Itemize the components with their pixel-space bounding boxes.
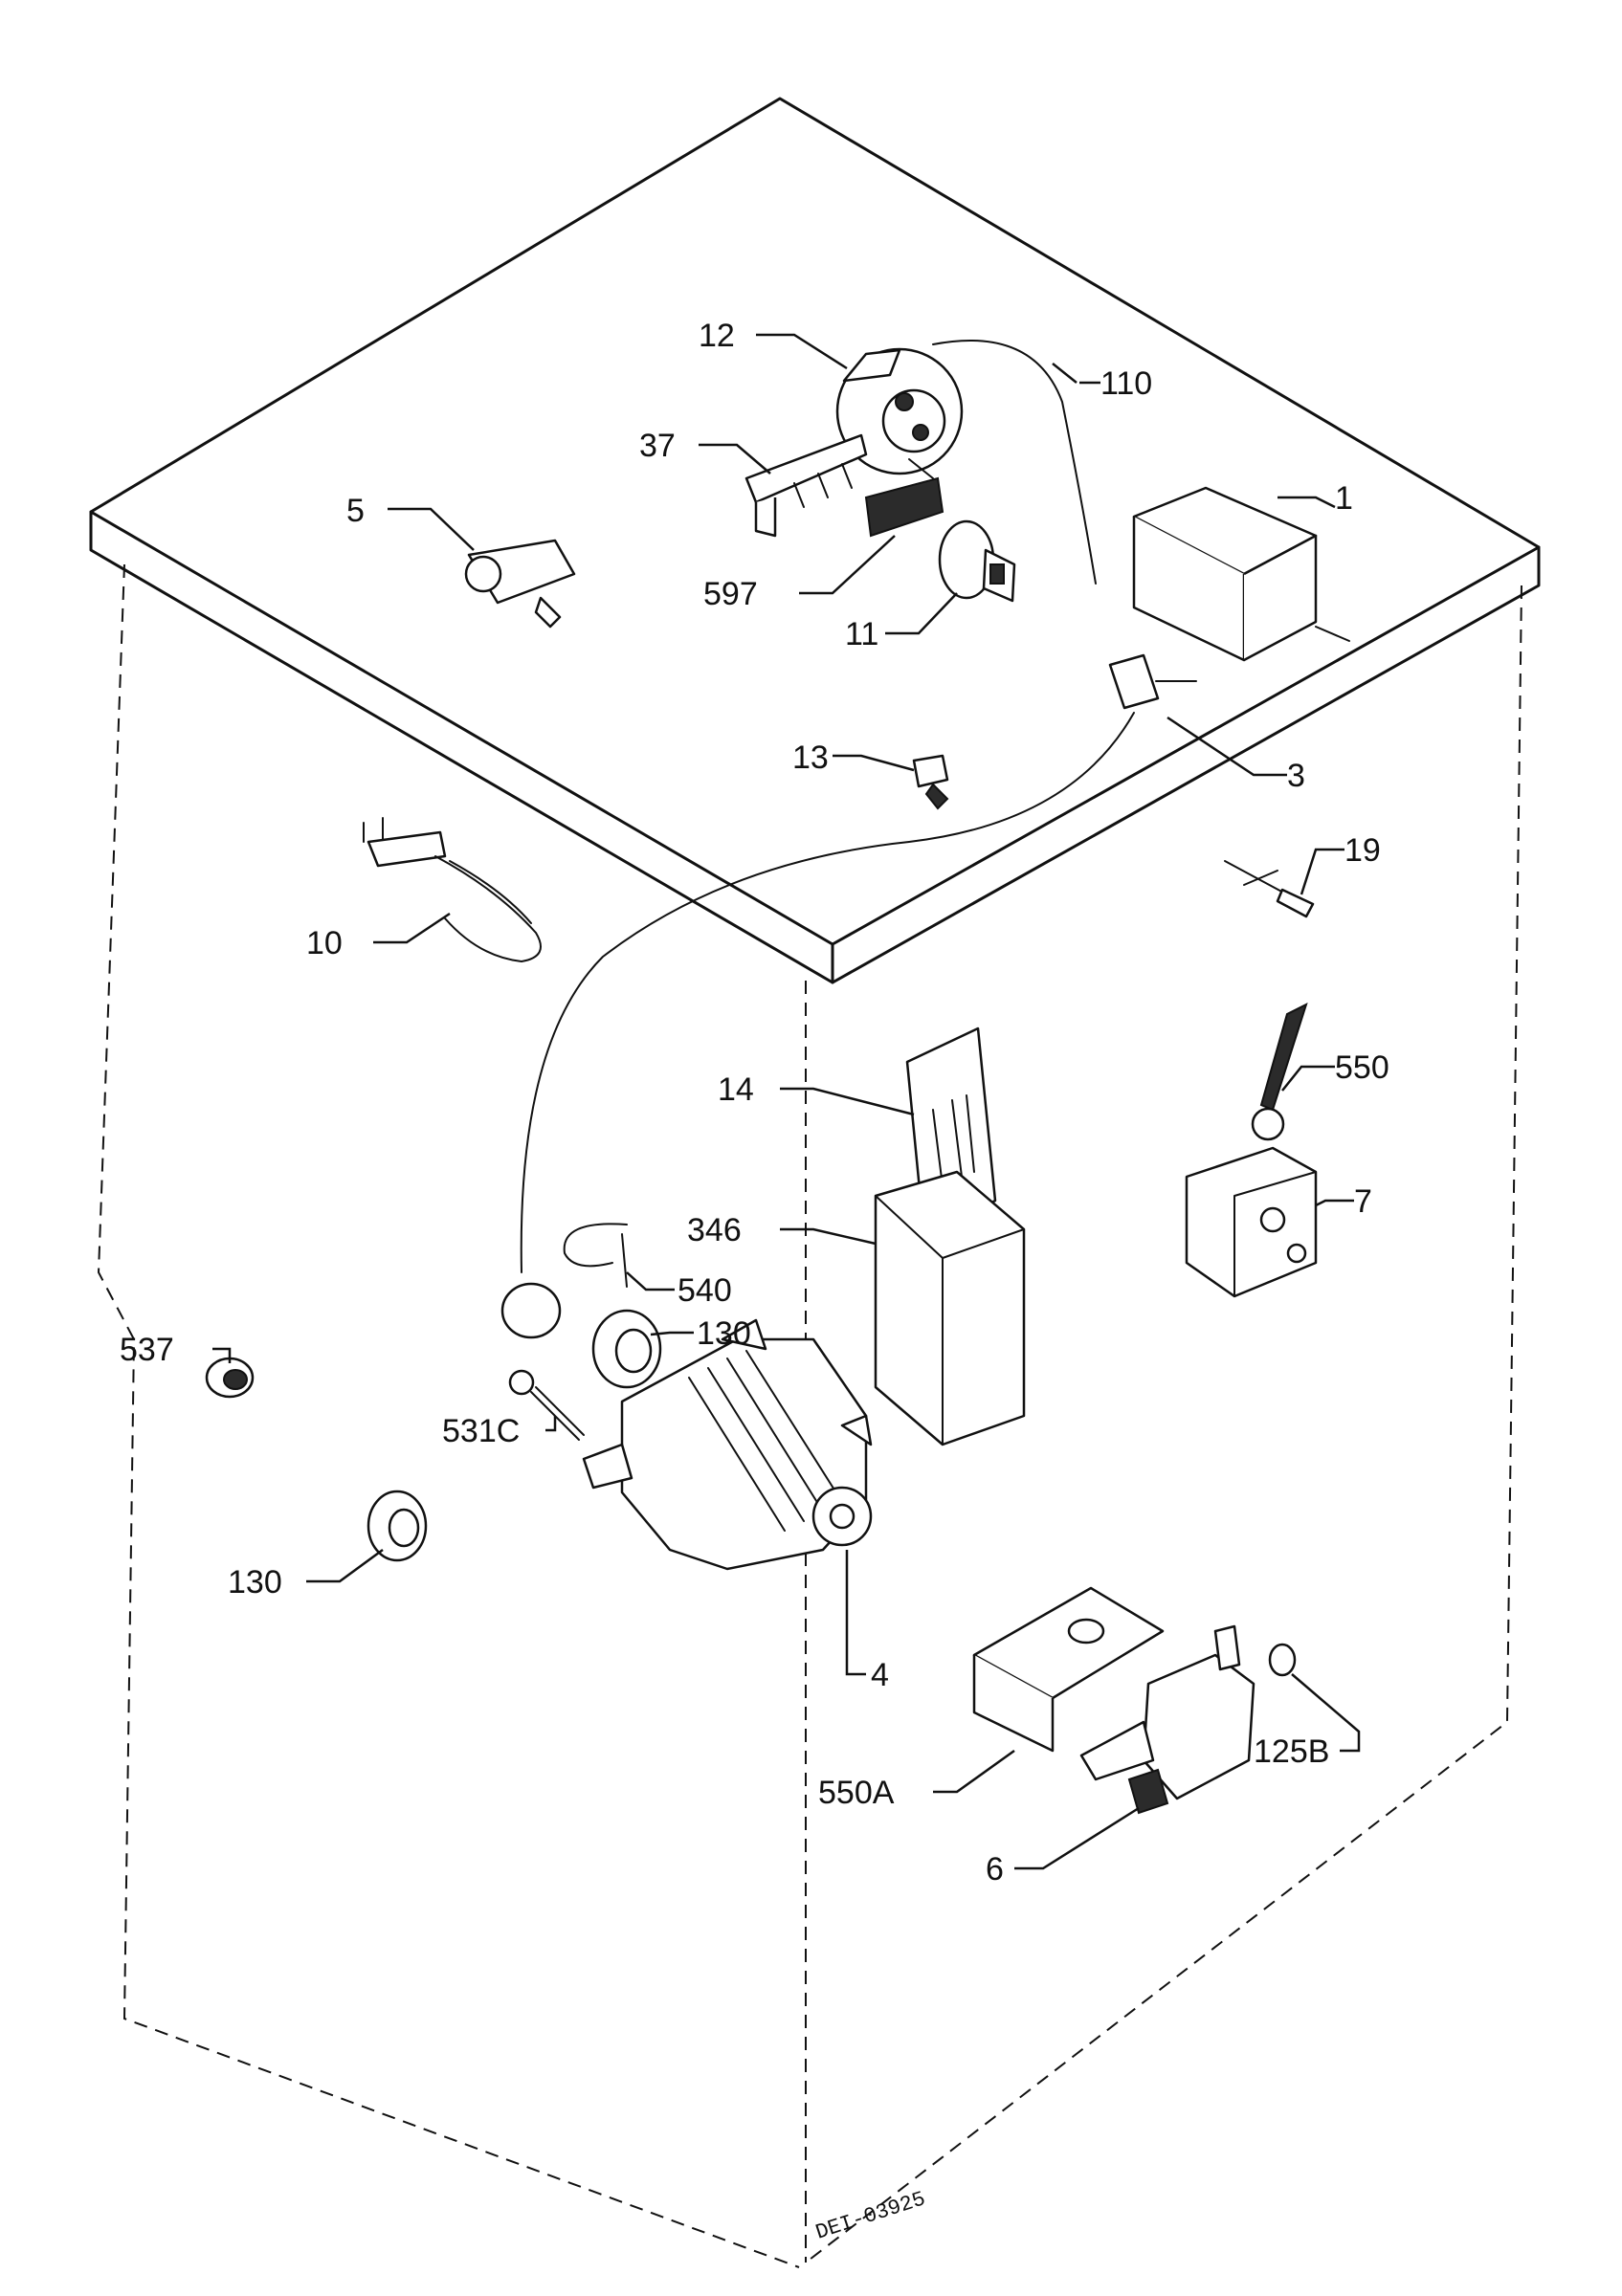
cabinet-outline xyxy=(89,97,1541,2268)
callout-4: 4 xyxy=(871,1657,889,1693)
part-597-bracket xyxy=(864,458,944,538)
callout-10: 10 xyxy=(306,925,343,961)
cabinet-right-side xyxy=(805,585,1522,2263)
part-19-sensor xyxy=(1224,860,1315,918)
part-5-pressure-switch xyxy=(464,539,576,629)
part-550-lever xyxy=(1251,1003,1308,1141)
part-13-clip xyxy=(912,754,949,810)
callout-346: 346 xyxy=(687,1212,742,1248)
callout-5: 5 xyxy=(346,493,365,529)
part-plug-near-cable xyxy=(500,1282,562,1339)
part-540-clamp xyxy=(563,1223,628,1288)
callout-531c: 531C xyxy=(442,1413,520,1449)
callout-6: 6 xyxy=(986,1851,1004,1888)
part-110-wire xyxy=(932,340,1097,585)
callout-12: 12 xyxy=(699,318,735,354)
callout-550: 550 xyxy=(1335,1049,1389,1086)
callout-19: 19 xyxy=(1344,832,1381,869)
cabinet-left-side xyxy=(97,563,800,2268)
callout-130-upper: 130 xyxy=(697,1315,751,1352)
part-3-selector-switch xyxy=(520,653,1197,1273)
part-7-door-lock xyxy=(1185,1146,1318,1298)
cabinet-top-edge xyxy=(89,97,1541,946)
part-4-motor xyxy=(582,1318,873,1571)
callout-540: 540 xyxy=(678,1272,732,1309)
part-130-gasket-upper xyxy=(591,1309,662,1389)
callout-130-lower: 130 xyxy=(228,1564,282,1601)
callout-550a: 550A xyxy=(818,1775,895,1811)
part-346-housing xyxy=(874,1170,1026,1446)
callout-7: 7 xyxy=(1354,1183,1372,1220)
part-37-terminal-block xyxy=(744,433,868,538)
callout-3: 3 xyxy=(1287,758,1305,794)
callout-125b: 125B xyxy=(1254,1733,1329,1770)
part-537-plug xyxy=(205,1357,255,1399)
callout-597: 597 xyxy=(703,576,758,612)
part-550a-cover xyxy=(972,1586,1165,1753)
callout-37: 37 xyxy=(639,428,676,464)
drawing-code: DEI-03925 xyxy=(812,2187,928,2244)
leader-lines xyxy=(212,333,1361,1870)
callout-1: 1 xyxy=(1335,480,1353,517)
callout-11: 11 xyxy=(845,616,878,652)
part-6-drain-pump xyxy=(1079,1624,1255,1815)
part-12-timer-dial xyxy=(835,347,964,475)
part-1-programmer xyxy=(1132,486,1350,662)
callout-110: 110 xyxy=(1100,365,1152,402)
part-125b-o-ring xyxy=(1268,1643,1297,1677)
callout-13: 13 xyxy=(792,740,829,776)
callout-labels: 12 110 37 5 1 597 11 13 3 19 10 550 14 7… xyxy=(120,318,1389,2245)
part-10-heating-element xyxy=(363,817,542,962)
part-130-gasket-lower xyxy=(367,1490,428,1562)
callout-537: 537 xyxy=(120,1332,174,1368)
part-11-capacitor xyxy=(938,519,1016,603)
callout-14: 14 xyxy=(718,1071,754,1108)
